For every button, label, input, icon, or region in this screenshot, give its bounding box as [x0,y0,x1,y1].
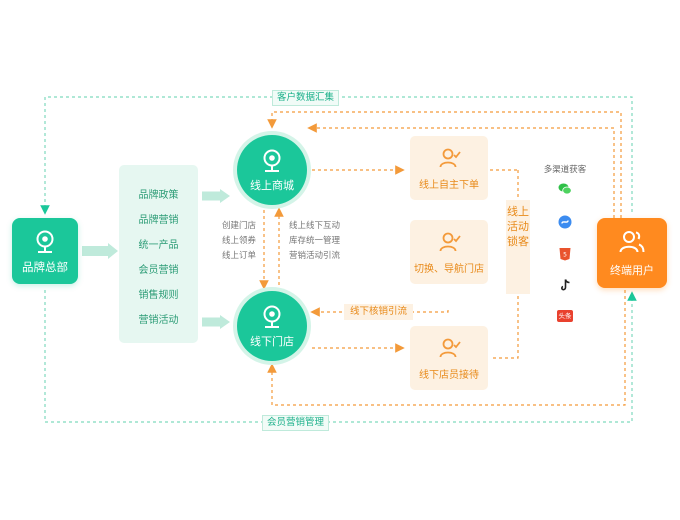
policy-item: 统一产品 [138,240,179,251]
wechat-icon [558,183,572,195]
html5-icon: 5 [559,248,571,261]
offline-redeem-label: 线下核销引流 [344,304,414,320]
action-box-switch-store: 切换、导航门店 [410,220,488,284]
action-box-staff-reception: 线下店员接待 [410,326,488,390]
action-label: 切换、导航门店 [414,264,484,275]
action-box-online-order: 线上自主下单 [410,136,488,200]
brand-hq-label: 品牌总部 [22,260,68,274]
action-label: 线上自主下单 [419,180,479,191]
user-check-icon [439,338,461,358]
mini-program-icon [558,215,572,229]
top-loop-label: 客户数据汇集 [272,90,340,106]
left-notes: 创建门店 线上领券 线上订单 [222,219,256,264]
left-note: 创建门店 [222,221,257,231]
webcam-icon [263,149,281,172]
left-note: 线上领券 [222,236,257,246]
channels-title: 多渠道获客 [543,165,587,175]
tiktok-icon [561,279,570,291]
webcam-icon [263,305,281,328]
left-note: 线上订单 [222,251,257,261]
offline-store-label: 线下门店 [250,335,294,348]
users-icon [619,231,645,253]
end-user-node: 终端用户 [597,218,667,288]
user-check-icon [439,148,461,168]
online-store-node: 线上商城 [237,135,307,205]
right-note: 库存统一管理 [289,236,341,246]
end-user-label: 终端用户 [610,264,654,277]
brand-hq-node: 品牌总部 [12,218,78,284]
user-check-icon [439,232,461,252]
right-notes: 线上线下互动 库存统一管理 营销活动引流 [289,219,340,264]
policy-item: 品牌营销 [138,215,179,226]
webcam-icon [36,230,54,253]
action-label: 线下店员接待 [419,370,479,381]
right-note: 线上线下互动 [289,221,341,231]
policy-item: 品牌政策 [138,190,179,201]
right-note: 营销活动引流 [289,251,341,261]
policy-list: 品牌政策 品牌营销 统一产品 会员营销 销售规则 营销活动 [119,165,198,343]
policy-item: 营销活动 [138,315,179,326]
offline-store-node: 线下门店 [237,291,307,361]
toutiao-icon: 头条 [557,310,573,322]
policy-item: 销售规则 [138,290,179,301]
svg-text:5: 5 [563,252,567,259]
online-store-label: 线上商城 [250,179,294,192]
policy-item: 会员营销 [138,265,179,276]
online-lock-label: 线上活动锁客 [506,200,530,294]
bottom-loop-label: 会员营销管理 [262,415,330,431]
